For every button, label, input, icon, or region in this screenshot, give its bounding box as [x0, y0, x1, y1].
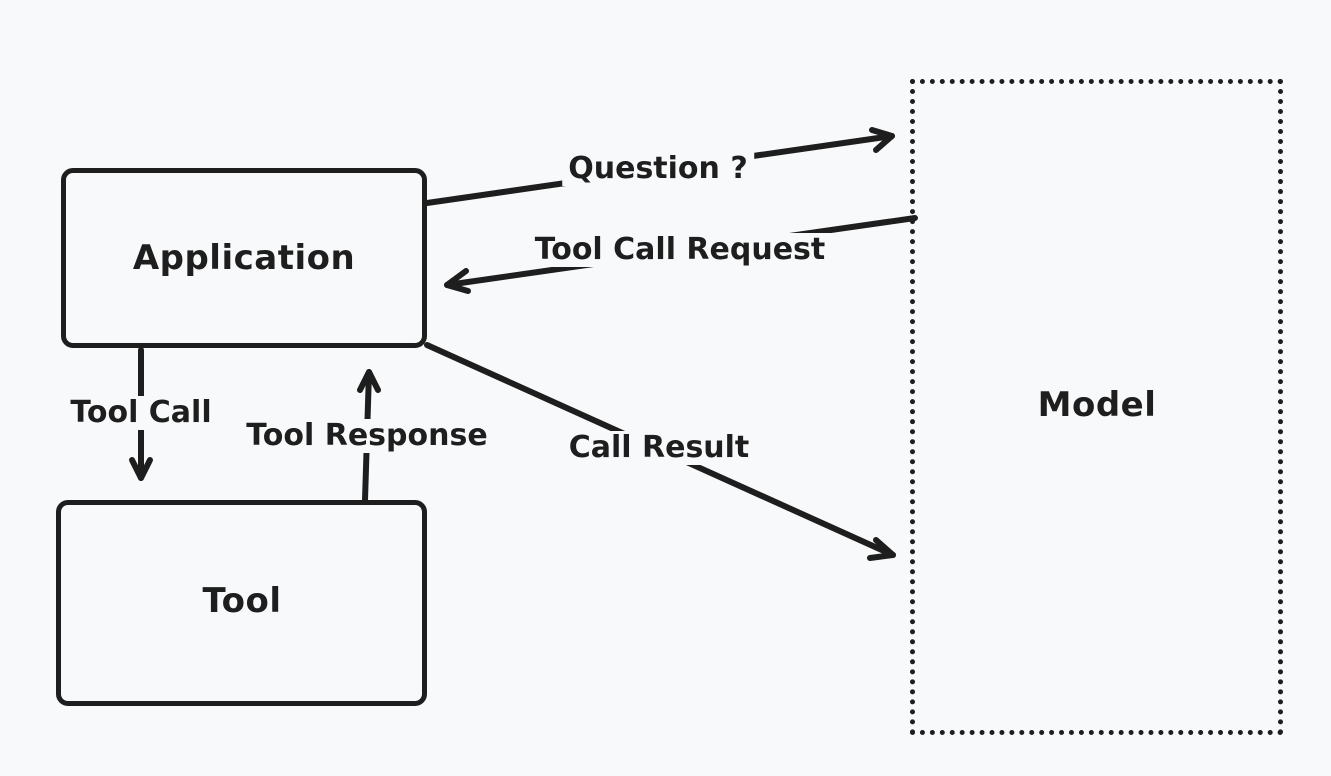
model-label: Model: [1037, 385, 1157, 425]
tool-response-label: Tool Response: [240, 419, 494, 453]
call-result-label: Call Result: [562, 431, 756, 465]
tool-call-label: Tool Call: [64, 396, 218, 430]
tool-response-arrowhead: [357, 369, 381, 393]
tool-call-request-arrowhead: [444, 268, 471, 294]
tool-box: [56, 500, 427, 706]
question-label: Question ?: [562, 152, 754, 186]
tool-call-request-label: Tool Call Request: [528, 233, 832, 267]
application-box: [61, 168, 427, 348]
tool-label: Tool: [202, 581, 282, 621]
call-result-arrowhead: [867, 537, 896, 561]
model-box: [910, 79, 1283, 735]
question-arrowhead: [869, 127, 895, 153]
application-label: Application: [132, 238, 356, 278]
tool-call-arrowhead: [129, 457, 153, 481]
